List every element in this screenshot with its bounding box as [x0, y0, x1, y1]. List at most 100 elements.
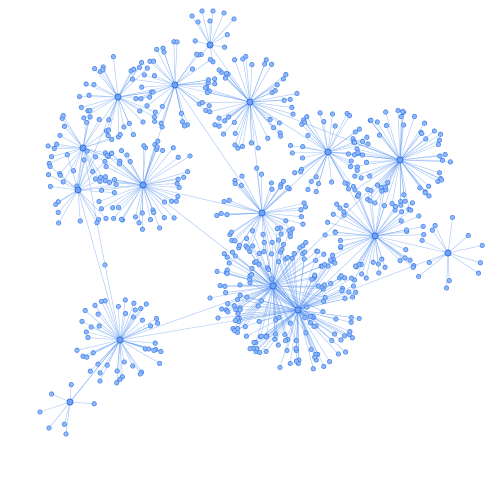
leaf-node	[60, 113, 66, 119]
spoke-edge	[113, 56, 119, 98]
leaf-node	[102, 262, 108, 268]
spoke-edge	[421, 240, 449, 254]
leaf-node	[90, 169, 96, 175]
hub-link-edge	[261, 212, 274, 287]
leaf-node	[87, 368, 93, 374]
spoke-edge	[50, 186, 79, 191]
leaf-node	[105, 133, 111, 139]
leaf-node	[398, 218, 404, 224]
spoke-edge	[65, 401, 71, 435]
leaf-node	[207, 57, 213, 63]
spoke-edge	[119, 313, 126, 341]
leaf-node	[419, 130, 425, 136]
leaf-node	[103, 164, 109, 170]
leaf-node	[97, 370, 103, 376]
spoke-edge	[370, 120, 401, 161]
leaf-node	[228, 229, 234, 235]
leaf-node	[232, 317, 238, 324]
spoke-edge	[64, 126, 84, 149]
leaf-node	[231, 119, 237, 125]
leaf-node	[237, 307, 243, 313]
leaf-node	[95, 311, 101, 317]
spoke-edge	[261, 212, 291, 234]
leaf-node	[104, 362, 110, 368]
hub-node	[444, 249, 452, 257]
spoke-edge	[119, 308, 141, 341]
leaf-node	[131, 66, 137, 72]
leaf-node	[284, 347, 290, 354]
spoke-edge	[259, 309, 299, 353]
hub-link-edge	[249, 101, 329, 153]
leaf-node	[276, 120, 282, 126]
spoke-edge	[358, 235, 376, 265]
leaf-node	[421, 232, 427, 238]
spoke-edge	[418, 252, 449, 277]
leaf-node	[84, 148, 90, 154]
leaf-node	[136, 64, 142, 70]
spoke-edge	[297, 309, 325, 367]
spoke-edge	[297, 264, 325, 311]
leaf-node	[352, 173, 358, 179]
leaf-node	[278, 184, 284, 190]
leaf-node	[317, 110, 323, 116]
leaf-node	[338, 243, 344, 249]
spoke-edge	[249, 282, 299, 311]
spoke-edge	[333, 235, 376, 260]
leaf-node	[79, 318, 85, 324]
leaf-node	[343, 349, 349, 355]
leaf-node	[226, 260, 232, 266]
spoke-edge	[278, 261, 299, 311]
leaf-node	[263, 57, 269, 63]
leaf-node	[342, 295, 348, 302]
hub-link-edge	[77, 184, 144, 191]
spoke-edge	[369, 159, 401, 202]
spoke-edge	[272, 285, 291, 324]
leaf-node	[269, 61, 275, 67]
leaf-node	[327, 257, 333, 263]
leaf-node	[283, 72, 289, 78]
leaf-node	[222, 118, 228, 124]
spoke-edge	[249, 78, 284, 103]
leaf-node	[158, 120, 164, 126]
leaf-node	[385, 180, 391, 186]
spoke-edge	[58, 189, 79, 203]
leaf-node	[181, 174, 187, 180]
leaf-node	[422, 190, 428, 196]
spoke-edge	[119, 318, 157, 341]
leaf-node	[97, 378, 103, 384]
leaf-node	[96, 323, 102, 329]
leaf-node	[275, 259, 282, 265]
spoke-edge	[374, 226, 424, 237]
spoke-edge	[234, 212, 263, 242]
leaf-node	[269, 276, 275, 282]
spoke-edge	[297, 275, 342, 311]
spoke-edge	[327, 113, 333, 153]
leaf-node	[205, 77, 212, 83]
leaf-node	[226, 114, 232, 120]
leaf-node	[192, 38, 198, 44]
leaf-node	[115, 303, 121, 310]
spoke-edge	[399, 116, 415, 161]
spoke-edge	[261, 212, 272, 254]
leaf-node	[139, 226, 146, 232]
leaf-node	[153, 316, 160, 322]
hub-link-edge	[142, 184, 263, 214]
leaf-node	[271, 125, 277, 131]
leaf-node	[298, 207, 304, 213]
spoke-edge	[207, 92, 251, 103]
leaf-node	[315, 181, 322, 187]
leaf-node	[304, 304, 310, 310]
spoke-edge	[119, 319, 143, 341]
spoke-edge	[161, 84, 176, 127]
leaf-node	[249, 272, 255, 278]
spoke-edge	[91, 326, 121, 341]
leaf-node	[161, 199, 168, 205]
spoke-edge	[132, 78, 176, 86]
leaf-node	[268, 180, 274, 186]
leaf-node	[298, 214, 304, 220]
spoke-edge	[272, 258, 286, 287]
spoke-edge	[374, 187, 386, 237]
leaf-node	[280, 178, 287, 184]
leaf-node	[274, 226, 280, 232]
spoke-edge	[77, 189, 115, 193]
